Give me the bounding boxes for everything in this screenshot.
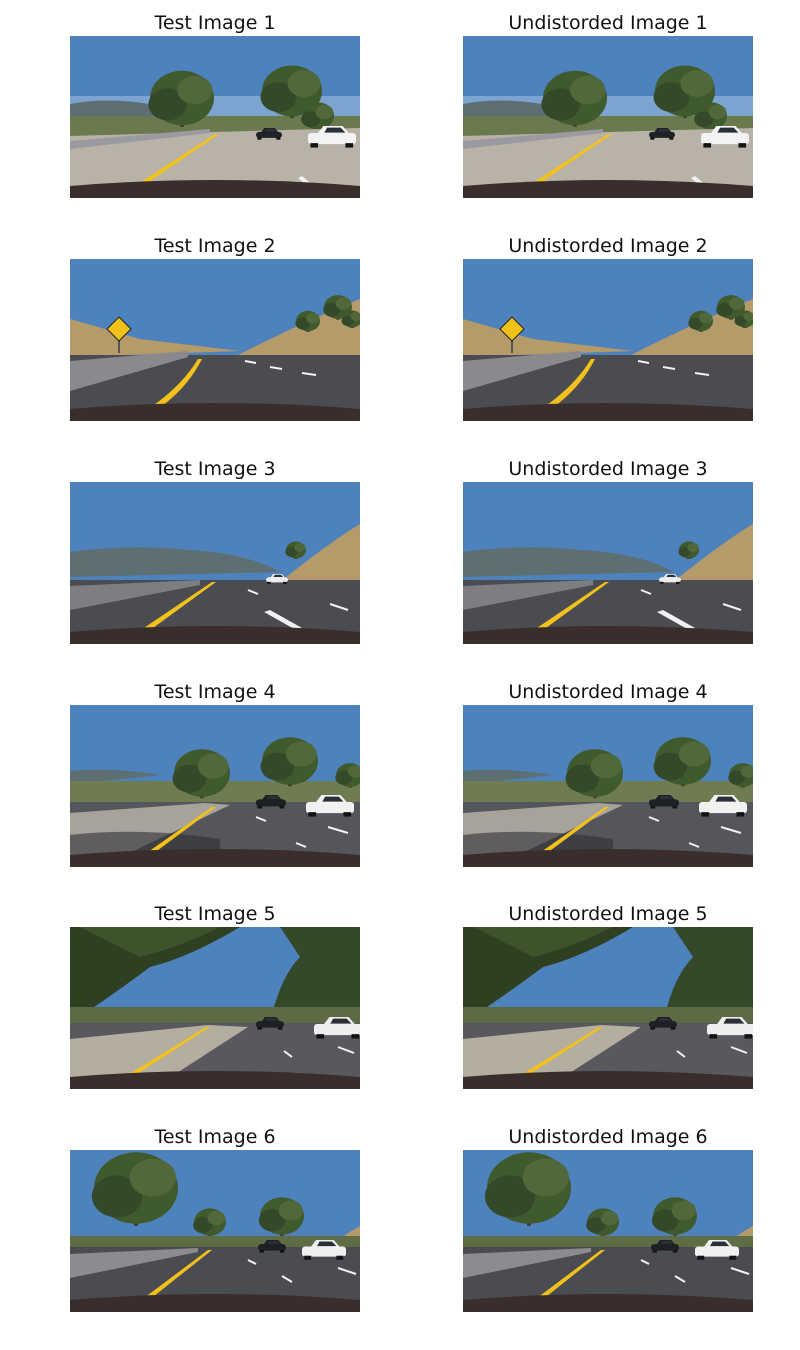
panel-title: Test Image 6 bbox=[154, 1126, 276, 1148]
road-scene bbox=[463, 927, 753, 1089]
road-scene bbox=[463, 482, 753, 644]
road-photo-test-1 bbox=[70, 36, 360, 198]
road-photo-test-2 bbox=[70, 259, 360, 421]
panel-title: Undistorded Image 3 bbox=[508, 458, 708, 480]
panel-title: Test Image 4 bbox=[154, 681, 276, 703]
road-photo-test-6 bbox=[70, 1150, 360, 1312]
road-scene bbox=[70, 482, 360, 644]
road-scene bbox=[70, 259, 360, 421]
panel-title: Undistorded Image 1 bbox=[508, 12, 708, 34]
road-scene bbox=[463, 259, 753, 421]
panel-title: Test Image 1 bbox=[154, 12, 276, 34]
road-scene bbox=[463, 1150, 753, 1312]
road-photo-undistorted-6 bbox=[463, 1150, 753, 1312]
panel-title: Undistorded Image 6 bbox=[508, 1126, 708, 1148]
road-scene bbox=[70, 36, 360, 198]
panel-title: Test Image 3 bbox=[154, 458, 276, 480]
road-photo-undistorted-5 bbox=[463, 927, 753, 1089]
panel-title: Test Image 5 bbox=[154, 903, 276, 925]
road-scene bbox=[70, 705, 360, 867]
road-photo-undistorted-3 bbox=[463, 482, 753, 644]
road-scene bbox=[463, 36, 753, 198]
panel-title: Test Image 2 bbox=[154, 235, 276, 257]
road-photo-undistorted-4 bbox=[463, 705, 753, 867]
road-scene bbox=[463, 705, 753, 867]
road-scene bbox=[70, 1150, 360, 1312]
road-photo-test-5 bbox=[70, 927, 360, 1089]
road-photo-test-4 bbox=[70, 705, 360, 867]
road-photo-undistorted-2 bbox=[463, 259, 753, 421]
road-photo-test-3 bbox=[70, 482, 360, 644]
panel-title: Undistorded Image 4 bbox=[508, 681, 708, 703]
panel-title: Undistorded Image 2 bbox=[508, 235, 708, 257]
road-scene bbox=[70, 927, 360, 1089]
panel-title: Undistorded Image 5 bbox=[508, 903, 708, 925]
road-photo-undistorted-1 bbox=[463, 36, 753, 198]
